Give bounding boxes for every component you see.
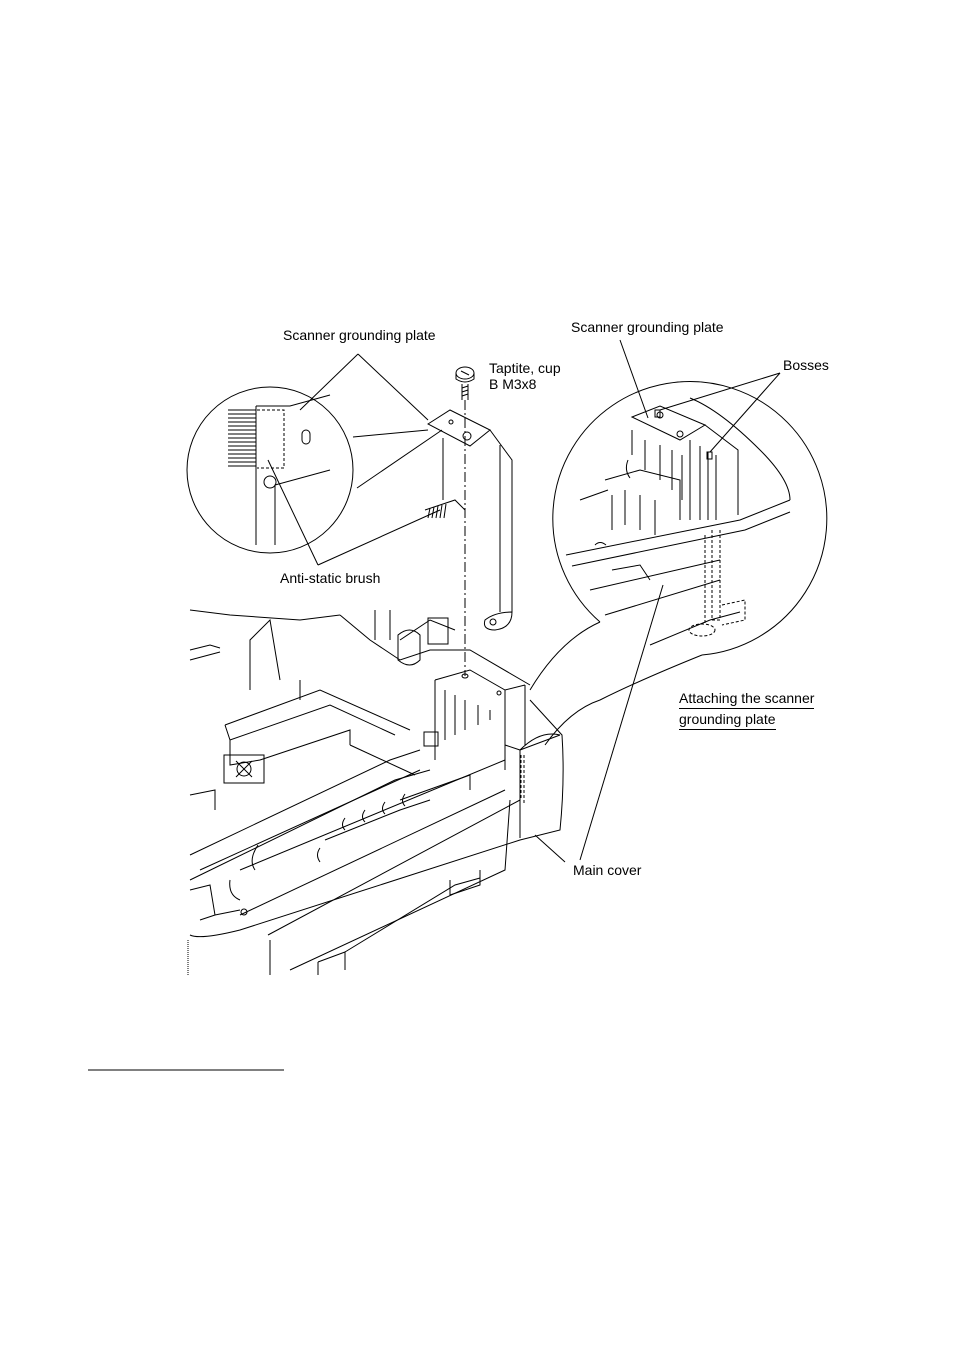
label-bosses: Bosses bbox=[783, 357, 829, 374]
leader-lines bbox=[268, 340, 780, 862]
label-attaching-line2: grounding plate bbox=[679, 711, 776, 730]
label-scanner-grounding-plate-right: Scanner grounding plate bbox=[571, 319, 724, 336]
label-main-cover: Main cover bbox=[573, 862, 641, 879]
main-assembly bbox=[188, 610, 563, 975]
label-taptite-screw-line2: B M3x8 bbox=[489, 376, 536, 393]
label-anti-static-brush: Anti-static brush bbox=[280, 570, 380, 587]
brush-bristles bbox=[228, 410, 256, 466]
label-scanner-grounding-plate-left: Scanner grounding plate bbox=[283, 327, 436, 344]
screw-and-plate bbox=[425, 367, 512, 678]
label-attaching-line1: Attaching the scanner bbox=[679, 690, 814, 709]
brush-detail-circle bbox=[187, 387, 442, 553]
label-taptite-screw-line1: Taptite, cup bbox=[489, 360, 561, 377]
